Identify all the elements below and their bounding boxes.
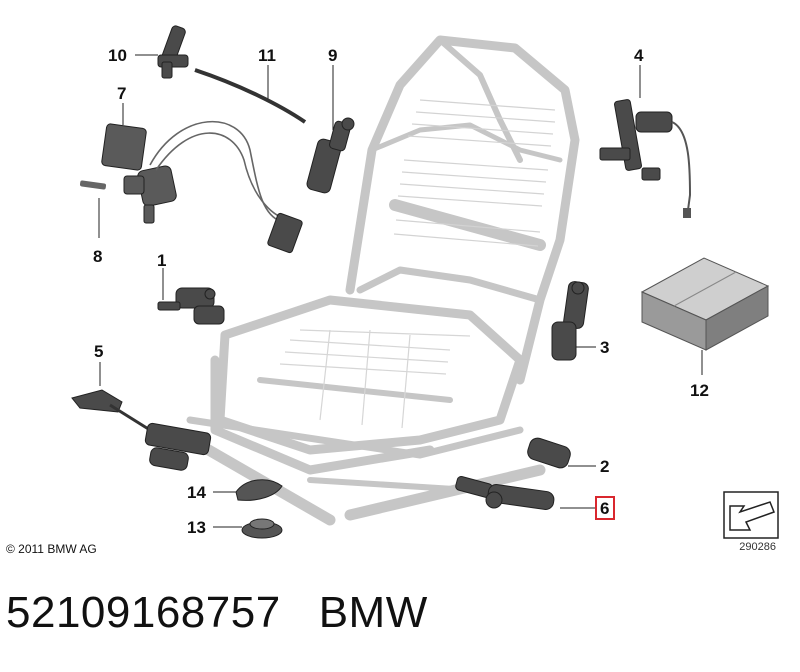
callout-labels: 10 11 9 4 7 8 1 5 3 12 2 6 14 13 — [93, 46, 709, 537]
callout-3[interactable]: 3 — [600, 338, 609, 357]
callout-6[interactable]: 6 — [600, 499, 609, 518]
callout-12[interactable]: 12 — [690, 381, 709, 400]
seat-frame — [186, 35, 580, 526]
callout-1[interactable]: 1 — [157, 251, 166, 270]
callout-5[interactable]: 5 — [94, 342, 103, 361]
part-number: 52109168757 — [6, 588, 281, 637]
component-7-cable-a — [149, 120, 283, 223]
component-2-motor — [527, 437, 571, 469]
backrest-springs — [393, 99, 556, 247]
component-14-pad — [235, 479, 283, 501]
callout-8[interactable]: 8 — [93, 247, 102, 266]
catalog-arrow-icon — [723, 491, 779, 539]
callout-7[interactable]: 7 — [117, 84, 126, 103]
brand-name: BMW — [318, 588, 428, 637]
callout-6-highlight — [595, 496, 615, 520]
copyright-text: © 2011 BMW AG — [6, 542, 97, 556]
component-4-plug — [683, 208, 691, 218]
component-7-connector — [267, 212, 303, 254]
callout-13[interactable]: 13 — [187, 518, 206, 537]
component-11-rod — [194, 68, 307, 124]
callout-10[interactable]: 10 — [108, 46, 127, 65]
leader-lines — [98, 54, 703, 528]
callout-4[interactable]: 4 — [634, 46, 644, 65]
component-12-box — [640, 257, 770, 351]
component-8-spring — [79, 180, 107, 190]
part-number-line: 52109168757 BMW — [6, 588, 428, 638]
component-10-handle — [157, 25, 189, 79]
catalog-number: 290286 — [739, 541, 776, 553]
callout-11[interactable]: 11 — [258, 46, 276, 65]
component-4-cable — [671, 121, 692, 211]
component-7-mechanism — [101, 123, 177, 224]
component-4-actuator — [599, 99, 673, 181]
component-6-motor — [455, 475, 555, 510]
callout-2[interactable]: 2 — [600, 457, 609, 476]
component-1-motor — [157, 287, 225, 325]
component-13-cap — [241, 518, 283, 539]
callout-9[interactable]: 9 — [328, 46, 337, 65]
seat-mesh — [279, 329, 471, 429]
component-7-cable-b — [155, 132, 289, 221]
component-3-motor — [551, 281, 589, 361]
callout-14[interactable]: 14 — [187, 483, 206, 502]
component-9-motor — [306, 117, 355, 194]
component-5-adjuster — [71, 389, 212, 471]
